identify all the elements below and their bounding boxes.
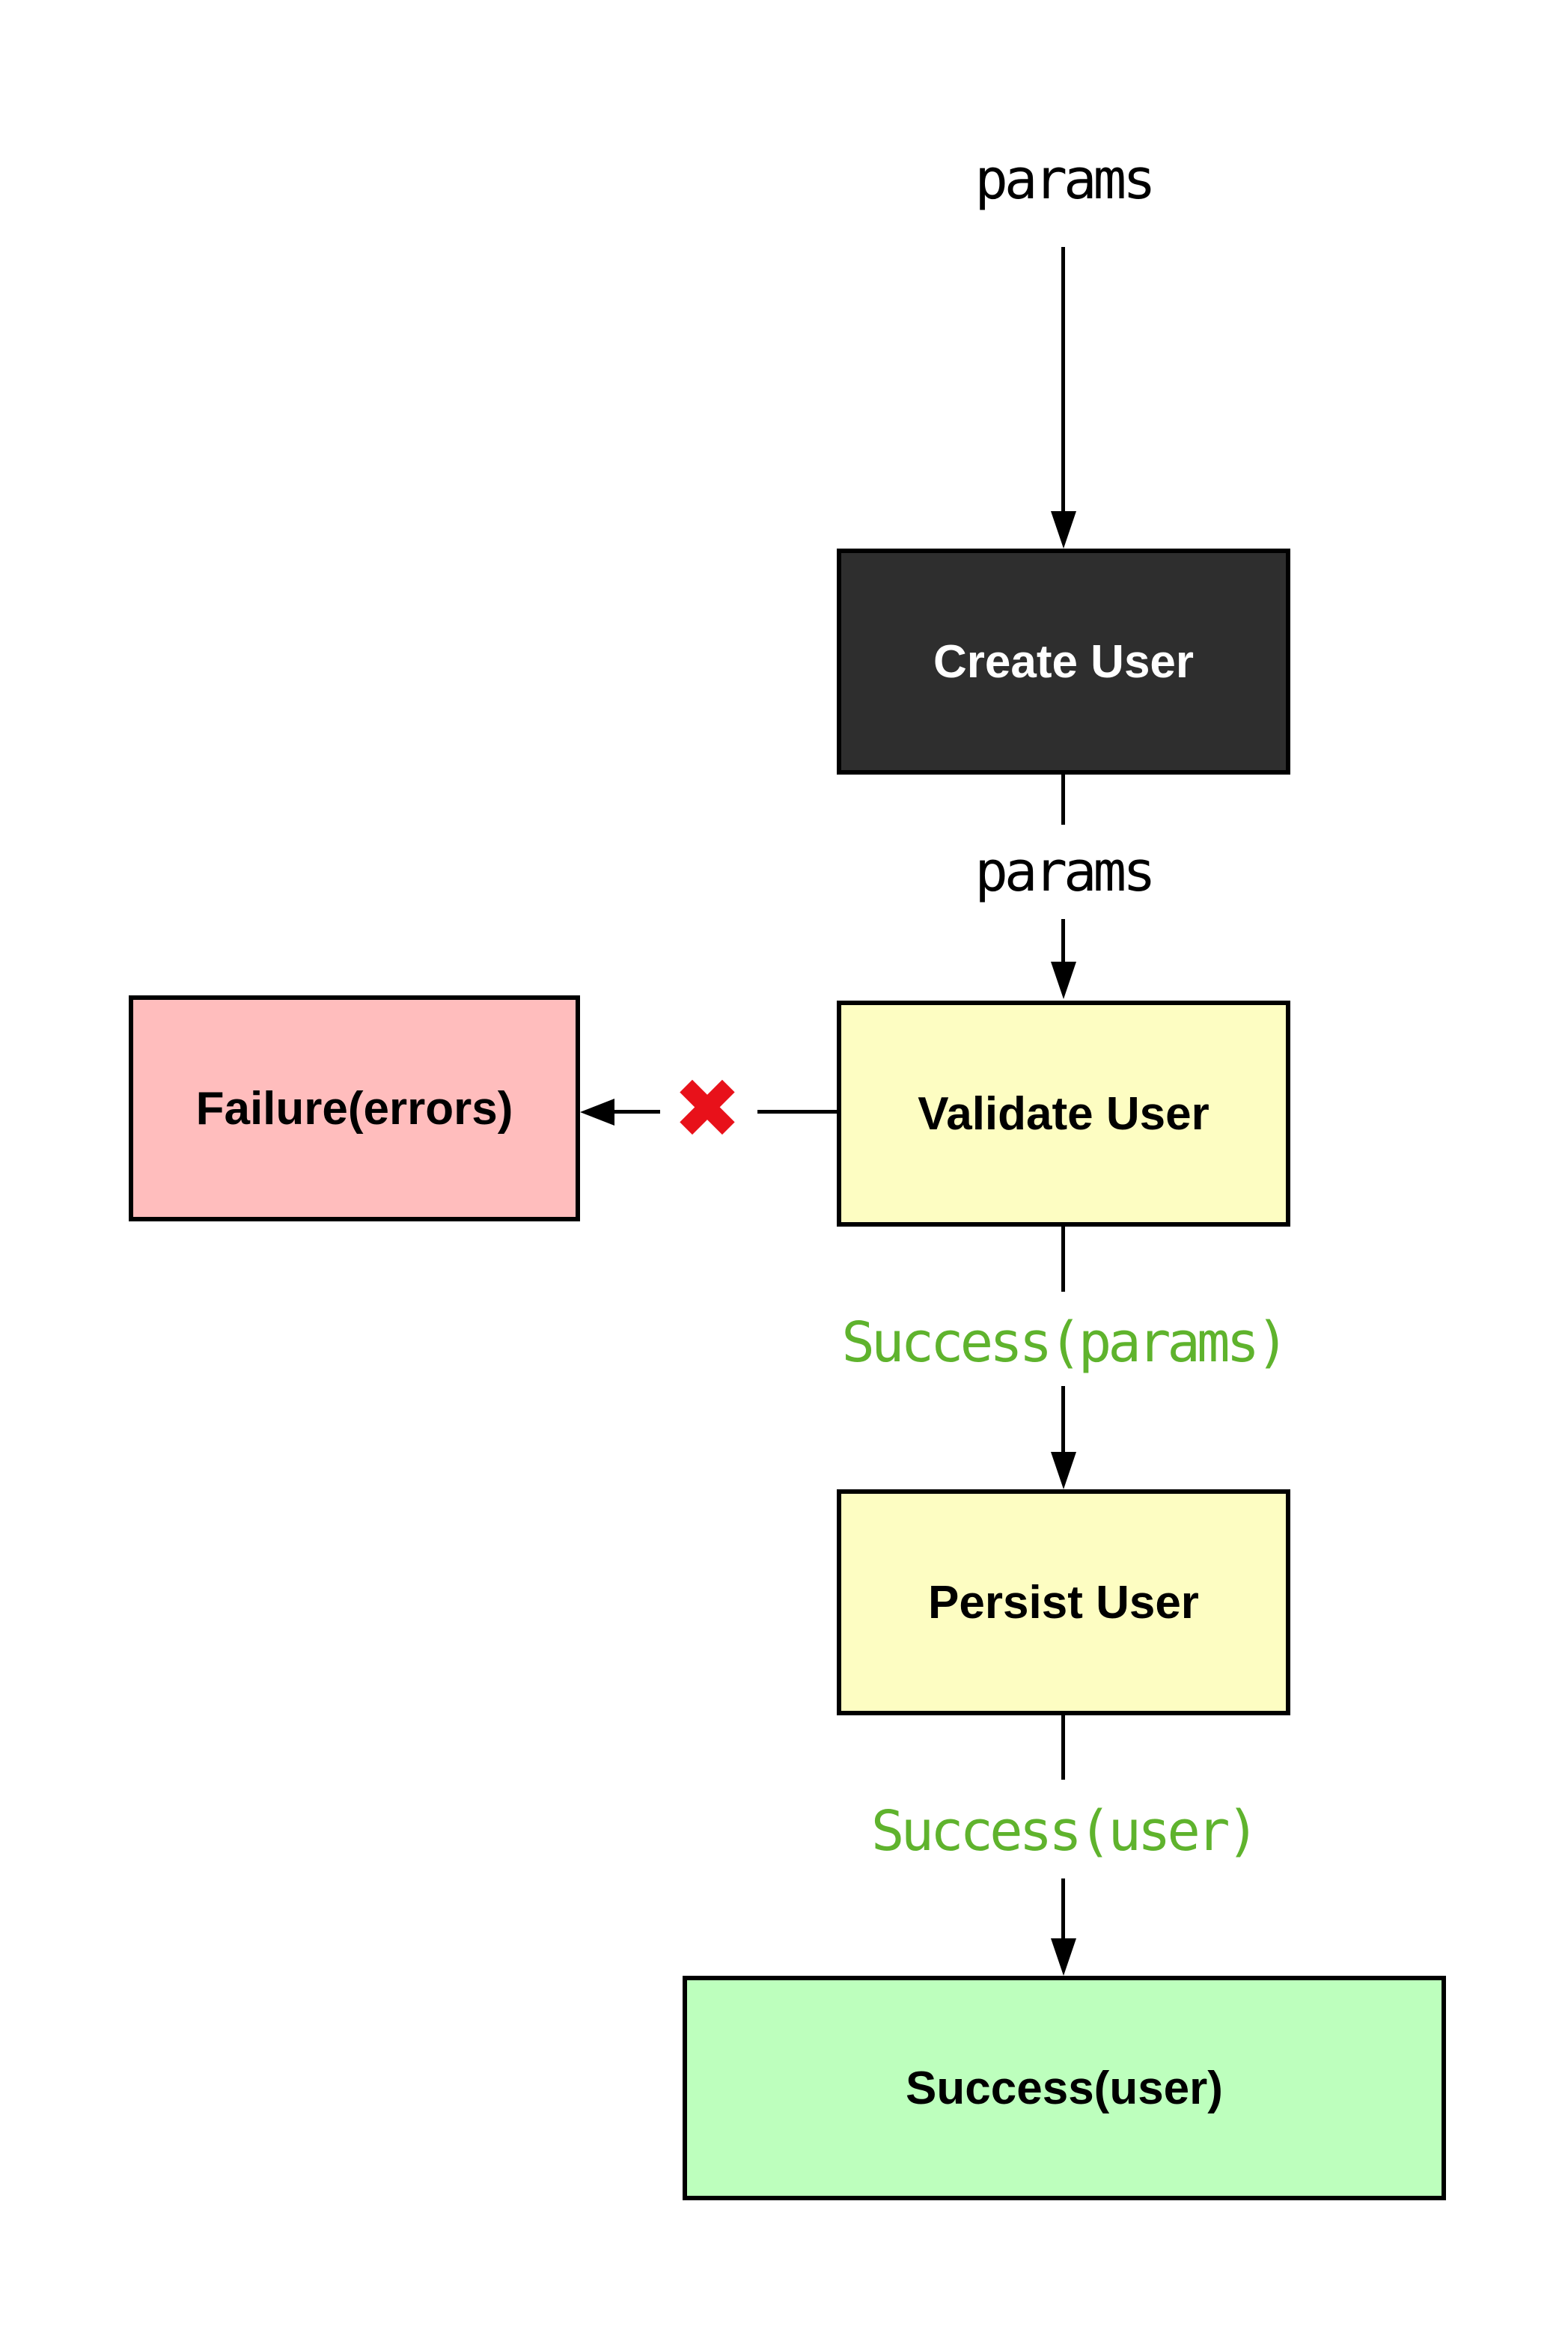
edge-line-create-to-validate (1061, 919, 1065, 962)
arrowhead-down-icon (1051, 1938, 1076, 1976)
node-failure-errors: Failure(errors) (129, 995, 580, 1221)
node-success-user: Success(user) (683, 1976, 1446, 2200)
node-success-user-label: Success(user) (906, 2062, 1223, 2114)
arrowhead-left-icon (580, 1099, 614, 1126)
node-validate-user: Validate User (837, 1001, 1290, 1227)
node-validate-user-label: Validate User (918, 1087, 1209, 1140)
node-persist-user: Persist User (837, 1489, 1290, 1715)
arrowhead-down-icon (1051, 511, 1076, 549)
edge-label-success-user: Success(user) (870, 1799, 1260, 1864)
node-persist-user-label: Persist User (928, 1576, 1199, 1629)
edge-line-create-stub (1061, 775, 1065, 825)
edge-label-success-params: Success(params) (841, 1310, 1289, 1375)
edge-label-params-input: params (974, 147, 1156, 212)
node-failure-errors-label: Failure(errors) (195, 1082, 513, 1135)
edge-line-validate-to-cross (757, 1110, 837, 1114)
edge-line-validate-to-persist (1061, 1386, 1065, 1452)
edge-line-cross-to-failure (612, 1110, 660, 1114)
edge-line-input-to-create (1061, 247, 1065, 511)
node-create-user-label: Create User (933, 635, 1195, 688)
arrowhead-down-icon (1051, 1452, 1076, 1489)
edge-line-persist-to-success (1061, 1878, 1065, 1938)
edge-line-validate-stub (1061, 1227, 1065, 1292)
arrowhead-down-icon (1051, 962, 1076, 999)
edge-label-params-mid: params (974, 840, 1156, 904)
edge-line-persist-stub (1061, 1715, 1065, 1780)
node-create-user: Create User (837, 549, 1290, 775)
failure-cross-icon: ✖ (672, 1060, 742, 1157)
